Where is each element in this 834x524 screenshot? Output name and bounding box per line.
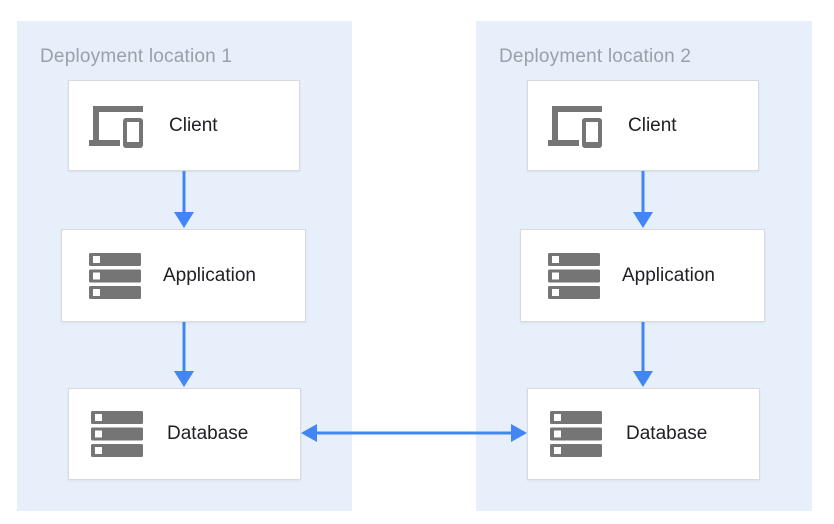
arrow-client1-to-application1 bbox=[174, 171, 194, 228]
node-client-2: Client bbox=[527, 80, 759, 171]
node-database-2: Database bbox=[527, 388, 760, 480]
node-label: Application bbox=[622, 264, 715, 286]
node-client-1: Client bbox=[68, 80, 300, 171]
panel-title: Deployment location 2 bbox=[499, 46, 692, 67]
panel-title: Deployment location 1 bbox=[40, 46, 233, 67]
arrow-database1-database2-bidirectional bbox=[301, 424, 527, 442]
node-label: Database bbox=[626, 423, 708, 444]
client-devices-icon bbox=[548, 106, 602, 148]
client-devices-icon bbox=[89, 106, 143, 148]
server-stack-icon bbox=[89, 252, 141, 299]
node-label: Application bbox=[163, 264, 256, 286]
deployment-panel-2: Deployment location 2 Client Application bbox=[476, 21, 812, 511]
node-label: Database bbox=[167, 423, 249, 444]
deployment-panel-1: Deployment location 1 Client Application bbox=[17, 21, 352, 511]
server-stack-icon bbox=[91, 411, 143, 457]
arrow-application1-to-database1 bbox=[174, 322, 194, 387]
node-database-1: Database bbox=[68, 388, 301, 480]
server-stack-icon bbox=[550, 411, 602, 457]
node-application-2: Application bbox=[520, 229, 765, 322]
arrow-application2-to-database2 bbox=[633, 322, 653, 387]
server-stack-icon bbox=[548, 252, 600, 299]
arrow-client2-to-application2 bbox=[633, 171, 653, 228]
node-label: Client bbox=[169, 114, 218, 136]
node-label: Client bbox=[628, 114, 677, 136]
node-application-1: Application bbox=[61, 229, 306, 322]
